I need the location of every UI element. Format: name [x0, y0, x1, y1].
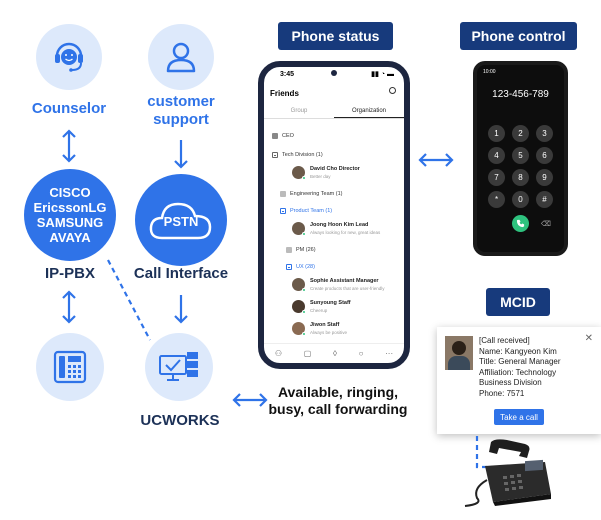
- counselor-label: Counselor: [31, 100, 107, 117]
- headset-icon: [55, 42, 83, 72]
- person-icon[interactable]: ⚇: [274, 349, 283, 358]
- pbx-desk-arrow: [62, 290, 76, 324]
- pstn-ucworks-arrow: [174, 295, 188, 324]
- key-9[interactable]: 9: [536, 169, 553, 186]
- popup-info: [Call received] Name: Kangyeon Kim Title…: [479, 336, 561, 398]
- ip-pbx-label: IP-PBX: [44, 265, 95, 282]
- pbx-ucworks-dashed-line: [107, 259, 151, 341]
- status-bar: 3:45 ▮▮ ◔ ▬: [280, 70, 394, 78]
- pstn-node: PSTN: [135, 174, 227, 266]
- phone-icon: [516, 219, 525, 228]
- mcid-tag: MCID: [486, 288, 550, 316]
- phone-status-tag: Phone status: [278, 22, 393, 50]
- key-3[interactable]: 3: [536, 125, 553, 142]
- desk-phone-node: [36, 333, 104, 401]
- status-caption: Available, ringing, busy, call forwardin…: [268, 384, 408, 417]
- ip-pbx-node: CISCO EricssonLG SAMSUNG AVAYA: [24, 169, 116, 261]
- tree-ceo[interactable]: CEO: [272, 133, 294, 139]
- pstn-label: PSTN: [163, 214, 199, 229]
- ucworks-status-arrow: [232, 393, 268, 407]
- key-7[interactable]: 7: [488, 169, 505, 186]
- phone-control-tag: Phone control: [460, 22, 577, 50]
- bottom-nav: ⚇ ▢ ◊ ○ ···: [264, 343, 404, 363]
- tree-tech-division[interactable]: Tech Division (1): [272, 152, 323, 158]
- tab-organization[interactable]: Organization: [334, 103, 404, 118]
- phone-control-screen: 10:00 123-456-789 1 2 3 4 5 6 7 8 9 * 0 …: [473, 61, 568, 256]
- tree-engineering[interactable]: Engineering Team (1): [280, 191, 342, 197]
- key-2[interactable]: 2: [512, 125, 529, 142]
- desk-phone-icon: [53, 350, 87, 384]
- popup-deskphone-dashed-line: [475, 436, 506, 469]
- mcid-popup: [Call received] Name: Kangyeon Kim Title…: [437, 327, 601, 434]
- support-pstn-arrow: [174, 140, 188, 169]
- ucworks-label: UCWORKS: [140, 412, 220, 429]
- control-time: 10:00: [483, 69, 496, 75]
- call-button[interactable]: [512, 215, 529, 232]
- customer-support-label: customer support: [147, 93, 215, 128]
- key-8[interactable]: 8: [512, 169, 529, 186]
- chat-icon[interactable]: ▢: [303, 349, 312, 358]
- counselor-node: [36, 24, 102, 90]
- tab-group[interactable]: Group: [290, 108, 308, 114]
- bell-icon[interactable]: ◊: [332, 349, 337, 358]
- tree-product[interactable]: Product Team (1): [280, 208, 332, 214]
- search-nav-icon[interactable]: ○: [358, 349, 364, 358]
- backspace-icon[interactable]: ⌫: [541, 221, 551, 228]
- customer-support-node: [148, 24, 214, 90]
- search-icon[interactable]: [389, 87, 396, 94]
- ucworks-node: [145, 333, 213, 401]
- friends-header: Friends: [264, 81, 404, 103]
- user-icon: [166, 42, 196, 73]
- counselor-pbx-arrow: [62, 129, 76, 163]
- cloud-icon: [149, 202, 212, 240]
- close-icon[interactable]: ✕: [584, 333, 593, 344]
- caller-photo: [445, 336, 473, 370]
- key-0[interactable]: 0: [512, 191, 529, 208]
- key-5[interactable]: 5: [512, 147, 529, 164]
- status-control-arrow: [418, 153, 454, 167]
- call-interface-label: Call Interface: [133, 265, 229, 282]
- desk-telephone-icon: [464, 439, 551, 507]
- key-6[interactable]: 6: [536, 147, 553, 164]
- phone-status-screen: 3:45 ▮▮ ◔ ▬ Friends Group Organization C…: [258, 61, 410, 369]
- dialed-number: 123-456-789: [492, 89, 549, 100]
- signal-icon: ▮▮ ◔ ▬: [371, 71, 394, 78]
- avatar: [292, 166, 306, 180]
- more-icon[interactable]: ···: [385, 349, 394, 358]
- avatar: [292, 300, 306, 314]
- tab-bar: Group Organization: [264, 103, 404, 119]
- key-hash[interactable]: #: [536, 191, 553, 208]
- key-star[interactable]: *: [488, 191, 505, 208]
- avatar: [292, 278, 306, 292]
- avatar: [292, 322, 306, 336]
- tree-pm[interactable]: PM (26): [286, 247, 316, 253]
- monitor-server-icon: [159, 352, 198, 381]
- key-1[interactable]: 1: [488, 125, 505, 142]
- tree-ux[interactable]: UX (28): [286, 264, 315, 270]
- key-4[interactable]: 4: [488, 147, 505, 164]
- avatar: [292, 222, 306, 236]
- take-call-button[interactable]: Take a call: [494, 409, 544, 425]
